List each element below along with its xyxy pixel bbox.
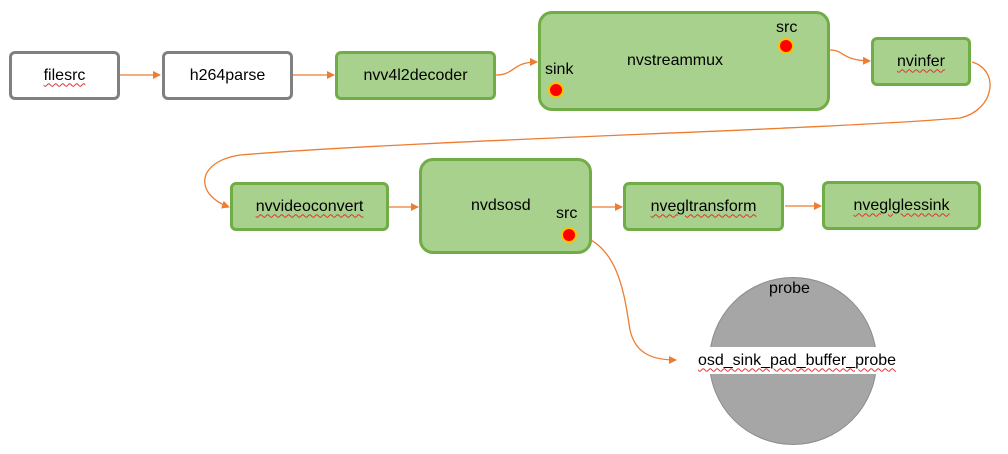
pad-osd-src — [561, 227, 577, 243]
pad-mux-src — [778, 38, 794, 54]
node-nvstreammux-label: nvstreammux — [627, 52, 724, 69]
node-nvdsosd — [419, 158, 592, 254]
link-nvv4l2decoder-nvstreammux — [495, 58, 538, 76]
node-nveglglessink: nveglglessink — [822, 181, 981, 230]
probe-function-label: osd_sink_pad_buffer_probe — [697, 351, 897, 369]
probe-title: probe — [769, 280, 810, 297]
pad-osd-src-label: src — [556, 205, 578, 222]
node-nvv4l2decoder: nvv4l2decoder — [335, 51, 496, 100]
node-h264parse-label: h264parse — [189, 66, 266, 84]
node-nveglglessink-label: nveglglessink — [853, 196, 950, 214]
node-filesrc: filesrc — [9, 51, 120, 100]
node-nvv4l2decoder-label: nvv4l2decoder — [363, 66, 468, 84]
pad-mux-src-label: src — [776, 19, 798, 36]
node-nvdsosd-label: nvdsosd — [471, 197, 531, 214]
node-nvegltransform-label: nvegltransform — [650, 197, 757, 215]
node-nvinfer-label: nvinfer — [896, 52, 946, 70]
node-filesrc-label: filesrc — [43, 66, 86, 84]
probe-function-band: osd_sink_pad_buffer_probe — [679, 347, 915, 374]
node-nvstreammux — [538, 11, 830, 111]
node-nvegltransform: nvegltransform — [623, 182, 784, 231]
link-nvstreammux-nvinfer — [829, 49, 871, 65]
pad-mux-sink — [548, 82, 564, 98]
node-nvinfer: nvinfer — [871, 37, 971, 86]
node-nvvideoconvert-label: nvvideoconvert — [255, 197, 364, 215]
link-nvinfer-nvvideoconvert — [204, 61, 991, 209]
node-nvvideoconvert: nvvideoconvert — [230, 182, 389, 231]
pad-mux-sink-label: sink — [545, 61, 574, 78]
link-osd-src-probe — [577, 234, 677, 364]
node-h264parse: h264parse — [162, 51, 293, 100]
